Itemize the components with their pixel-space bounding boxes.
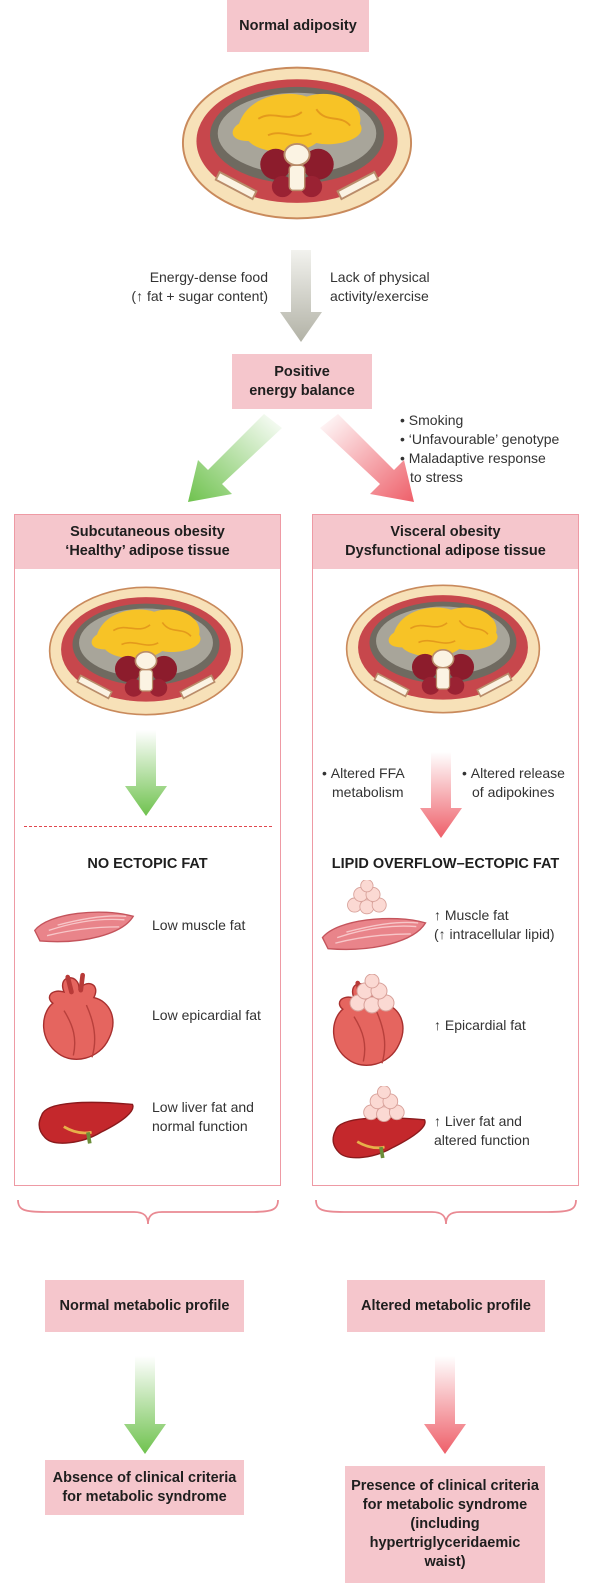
green-diagonal-arrow	[188, 414, 282, 502]
right-organ-line: ↑ Epicardial fat	[434, 1017, 526, 1033]
activity-cause-line-2: activity/exercise	[330, 287, 429, 304]
positive-balance-line-2: energy balance	[249, 382, 355, 399]
presence-line: hypertriglyceridaemic	[369, 1534, 521, 1551]
muscle-icon	[34, 911, 134, 943]
risk-factor-item: Smoking	[400, 411, 600, 430]
presence-line: waist)	[424, 1553, 466, 1570]
left-panel-header: Subcutaneous obesity ‘Healthy’ adipose t…	[15, 515, 280, 569]
presence-line: (including	[410, 1516, 480, 1533]
abdomen-subcutaneous-icon	[48, 586, 244, 716]
mechanism-line: Altered release	[462, 764, 582, 783]
risk-factor-item: Maladaptive response	[400, 449, 600, 468]
food-cause-text: Energy-dense food (↑ fat + sugar content…	[98, 268, 268, 306]
abdomen-normal-icon	[181, 66, 413, 220]
fat-cluster-icon	[349, 974, 395, 1014]
right-panel-header: Visceral obesity Dysfunctional adipose t…	[313, 515, 578, 569]
presence-line: for metabolic syndrome	[362, 1497, 528, 1514]
mechanism-line: Altered FFA	[322, 764, 422, 783]
left-organ-line: normal function	[152, 1117, 248, 1134]
mechanism-continuation: metabolism	[332, 783, 404, 800]
normal-metabolic-profile-box: Normal metabolic profile	[45, 1280, 244, 1332]
absence-line: for metabolic syndrome	[62, 1488, 227, 1505]
presence-criteria-box: Presence of clinical criteria for metabo…	[345, 1466, 545, 1583]
grey-down-arrow	[280, 250, 322, 342]
right-organ-line: ↑ Liver fat and	[434, 1113, 522, 1129]
risk-factors-list: Smoking ‘Unfavourable’ genotype Maladapt…	[400, 411, 600, 487]
altered-metabolic-profile-box: Altered metabolic profile	[347, 1280, 545, 1332]
liver-icon	[37, 1100, 135, 1146]
red-bottom-arrow	[424, 1356, 466, 1454]
altered-profile-label: Altered metabolic profile	[360, 1297, 531, 1314]
mechanism-continuation: of adipokines	[472, 783, 555, 800]
right-section-title: LIPID OVERFLOW–ECTOPIC FAT	[331, 856, 560, 872]
left-organ-line: Low epicardial fat	[152, 1007, 261, 1023]
positive-energy-balance-box: Positive energy balance	[232, 354, 372, 409]
left-section-title: NO ECTOPIC FAT	[87, 856, 208, 872]
fat-cluster-icon	[363, 1086, 405, 1123]
left-organ-line: Low muscle fat	[152, 917, 246, 933]
risk-factor-continuation: to stress	[410, 468, 463, 485]
red-down-arrow	[420, 752, 462, 838]
heart-icon	[36, 972, 120, 1068]
activity-cause-text: Lack of physical activity/exercise	[330, 268, 500, 306]
food-cause-line-2: (↑ fat + sugar content)	[131, 287, 268, 304]
left-header-line-1: Subcutaneous obesity	[70, 524, 225, 541]
food-cause-line-1: Energy-dense food	[149, 269, 268, 285]
right-header-line-2: Dysfunctional adipose tissue	[345, 543, 546, 559]
normal-adiposity-box: Normal adiposity	[227, 0, 369, 52]
right-organ-line: ↑ Muscle fat	[434, 907, 509, 923]
right-organ-line: altered function	[434, 1131, 530, 1148]
mechanism-adipokines: Altered release of adipokines	[462, 764, 582, 802]
mechanism-ffa: Altered FFA metabolism	[322, 764, 422, 802]
green-bottom-arrow	[124, 1356, 166, 1454]
muscle-fat-icon	[321, 917, 427, 951]
right-organ-text: ↑ Muscle fat (↑ intracellular lipid)	[434, 906, 555, 944]
left-header-line-2: ‘Healthy’ adipose tissue	[65, 543, 230, 559]
green-down-arrow	[125, 730, 167, 816]
absence-line: Absence of clinical criteria	[52, 1469, 237, 1486]
abdomen-visceral-icon	[345, 584, 541, 714]
right-organ-line: (↑ intracellular lipid)	[434, 925, 555, 942]
right-brace	[315, 1199, 577, 1225]
presence-line: Presence of clinical criteria	[351, 1478, 539, 1495]
normal-adiposity-label: Normal adiposity	[239, 17, 357, 34]
activity-cause-line-1: Lack of physical	[330, 269, 430, 285]
dashed-divider	[24, 826, 272, 827]
right-header-line-1: Visceral obesity	[390, 524, 501, 541]
left-organ-text: Low muscle fat	[152, 916, 245, 935]
right-organ-text: ↑ Liver fat and altered function	[434, 1112, 530, 1150]
normal-profile-label: Normal metabolic profile	[59, 1297, 230, 1314]
left-organ-line: Low liver fat and	[152, 1099, 254, 1115]
left-organ-text: Low liver fat and normal function	[152, 1098, 254, 1136]
right-organ-text: ↑ Epicardial fat	[434, 1016, 526, 1035]
positive-balance-line-1: Positive	[274, 363, 330, 380]
left-brace	[17, 1199, 279, 1225]
risk-factor-item: ‘Unfavourable’ genotype	[400, 430, 600, 449]
left-organ-text: Low epicardial fat	[152, 1006, 261, 1025]
absence-criteria-box: Absence of clinical criteria for metabol…	[45, 1460, 244, 1515]
red-diagonal-arrow	[320, 414, 414, 502]
